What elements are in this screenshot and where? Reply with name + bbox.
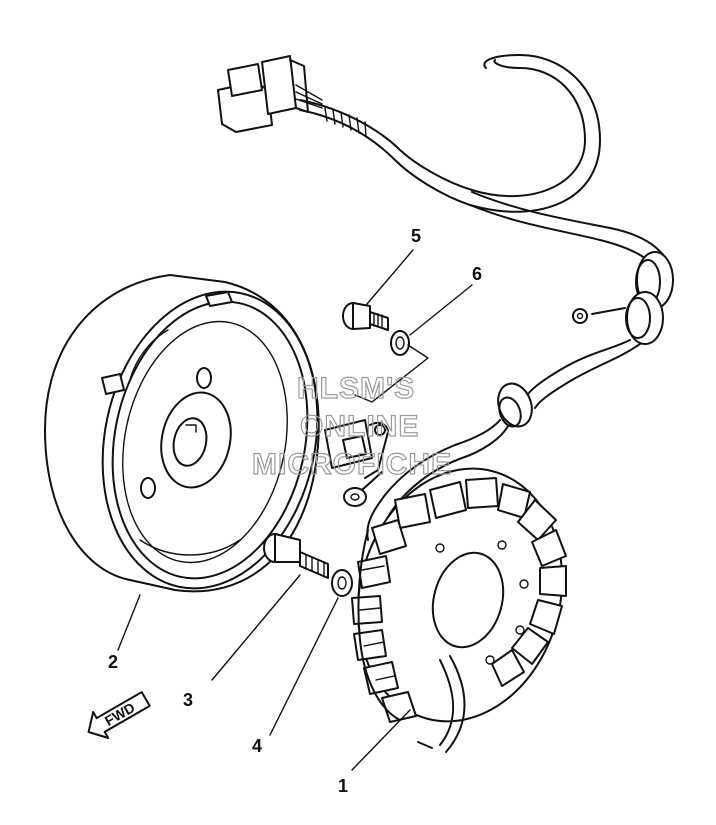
watermark-line-2: ONLINE (300, 410, 419, 443)
callout-3: 3 (183, 690, 193, 710)
fwd-arrow: FWD (87, 691, 151, 739)
ring-terminal (572, 307, 626, 324)
stator-coil (351, 467, 567, 753)
callout-6: 6 (472, 264, 482, 284)
callout-2: 2 (108, 652, 118, 672)
flywheel-rotor (44, 274, 320, 593)
pickup-coil (324, 419, 389, 507)
washer-part-6 (390, 330, 410, 356)
watermark-line-1: HLSM'S (297, 372, 415, 405)
grommet-upper (625, 251, 674, 345)
callout-1: 1 (338, 776, 348, 796)
bolt-part-5 (342, 302, 389, 331)
grommet-lower (497, 382, 533, 428)
watermark-line-3: MICROFICHE (252, 448, 452, 481)
bolt-part-3 (263, 533, 329, 579)
callout-5: 5 (411, 226, 421, 246)
leader-lines (117, 249, 473, 771)
washer-part-4 (331, 569, 353, 597)
watermark: HLSM'S ONLINE MICROFICHE (251, 371, 452, 481)
connector-plug (217, 55, 323, 133)
callout-4: 4 (252, 736, 262, 756)
